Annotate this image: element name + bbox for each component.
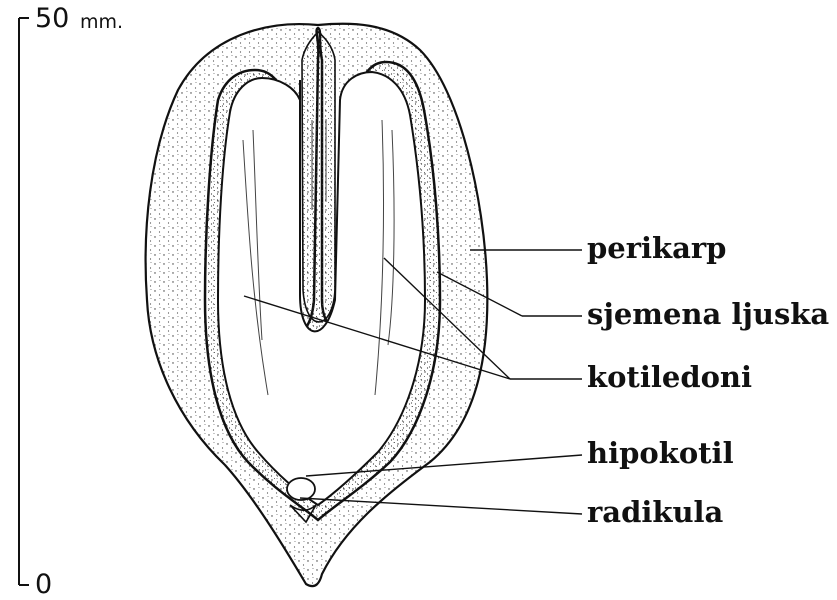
label-perikarp: perikarp — [587, 234, 726, 263]
label-sjemena-ljuska: sjemena ljuska — [587, 300, 829, 329]
label-hipokotil: hipokotil — [587, 439, 734, 468]
scale-bar — [19, 18, 29, 585]
cotyledon-groove — [302, 32, 335, 322]
scale-bottom-value: 0 — [35, 571, 52, 598]
label-kotiledoni: kotiledoni — [587, 363, 752, 392]
scale-top-unit: mm. — [80, 13, 123, 32]
hypocotyl — [287, 478, 315, 500]
label-radikula: radikula — [587, 498, 723, 527]
scale-top-value: 50 — [35, 5, 69, 32]
